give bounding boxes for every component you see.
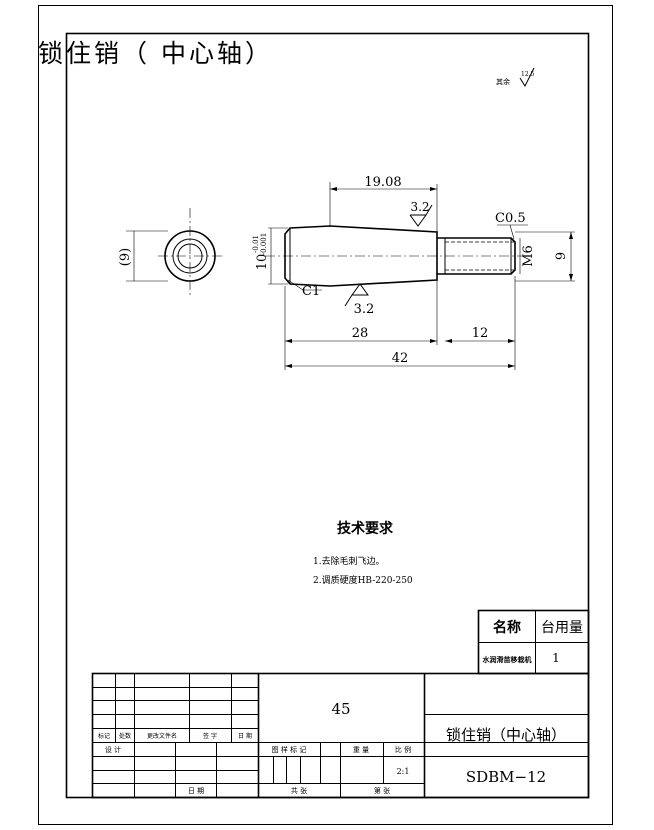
tb-part-name: 锁住销（中心轴） bbox=[446, 726, 566, 744]
tb-label-date2: 日 期 bbox=[188, 787, 204, 795]
tb-label-ratio: 比 例 bbox=[395, 745, 411, 754]
tb-label-mark: 标记 bbox=[98, 732, 110, 740]
tech-requirement-2: 2.调质硬度HB-220-250 bbox=[313, 574, 413, 586]
svg-text:42: 42 bbox=[392, 351, 409, 366]
dim-main-diameter: 10 -0.01 -0.001 bbox=[252, 227, 288, 285]
side-view-dia-label: (9) bbox=[118, 248, 133, 266]
drawing-frame bbox=[65, 32, 590, 799]
tb-label-date: 日 期 bbox=[238, 732, 252, 740]
svg-text:C0.5: C0.5 bbox=[495, 211, 526, 226]
parts-table: 名称 台用量 水润滑苗移栽机 1 bbox=[477, 609, 590, 675]
svg-text:28: 28 bbox=[352, 326, 369, 341]
svg-text:-0.01: -0.01 bbox=[252, 235, 260, 253]
chamfer-start-label: C1 bbox=[287, 279, 322, 299]
svg-text:19.08: 19.08 bbox=[364, 175, 401, 190]
dim-thread-outer: 9 bbox=[515, 231, 575, 282]
title-block: 标记 处数 更改文件名 签 字 日 期 设 计 日 期 图 样 标 记 重 量 … bbox=[91, 672, 590, 799]
tb-scale: 2:1 bbox=[397, 767, 410, 776]
front-view bbox=[265, 182, 530, 345]
parts-header-name: 名称 bbox=[493, 619, 521, 636]
tb-drawing-no: SDBM−12 bbox=[466, 768, 546, 786]
tb-label-total: 共 张 bbox=[291, 786, 307, 795]
parts-name: 水润滑苗移栽机 bbox=[483, 655, 532, 664]
tb-material: 45 bbox=[331, 700, 350, 718]
outer-border bbox=[38, 5, 613, 825]
tb-label-change-doc: 更改文件名 bbox=[147, 732, 177, 740]
svg-text:3.2: 3.2 bbox=[354, 302, 375, 317]
svg-text:3.2: 3.2 bbox=[410, 200, 429, 214]
svg-text:12: 12 bbox=[472, 326, 489, 341]
roughness-note: 其余 12.5 bbox=[496, 67, 535, 88]
tb-label-stage-mark: 图 样 标 记 bbox=[272, 745, 307, 754]
tb-label-sign: 签 字 bbox=[203, 732, 217, 740]
roughness-note-label: 其余 bbox=[496, 77, 510, 86]
svg-text:10: 10 bbox=[255, 254, 270, 271]
roughness-body: 3.2 bbox=[344, 283, 375, 317]
tech-requirement-1: 1.去除毛刺飞边。 bbox=[313, 555, 385, 567]
tb-label-count: 处数 bbox=[119, 732, 131, 740]
side-view: (9) bbox=[118, 208, 225, 298]
dim-lengths: 28 12 42 bbox=[284, 276, 516, 370]
dim-taper-length: 19.08 bbox=[330, 175, 437, 191]
roughness-symbol-icon bbox=[519, 67, 535, 88]
tb-label-design: 设 计 bbox=[105, 745, 121, 754]
thread-label: M6 bbox=[521, 245, 536, 267]
tb-label-weight: 重 量 bbox=[353, 746, 369, 754]
tb-label-sheet: 第 张 bbox=[374, 786, 390, 795]
tech-requirements-heading: 技术要求 bbox=[337, 520, 394, 537]
svg-text:9: 9 bbox=[554, 252, 569, 260]
chamfer-end-label: C0.5 bbox=[495, 211, 528, 240]
svg-text:C1: C1 bbox=[302, 284, 320, 299]
parts-qty: 1 bbox=[552, 651, 560, 665]
roughness-taper: 3.2 bbox=[409, 200, 433, 227]
svg-text:-0.001: -0.001 bbox=[260, 233, 268, 255]
red-title: 锁住销（ 中心轴） bbox=[38, 39, 273, 68]
roughness-note-value: 12.5 bbox=[521, 71, 535, 78]
parts-header-qty: 台用量 bbox=[541, 620, 583, 636]
